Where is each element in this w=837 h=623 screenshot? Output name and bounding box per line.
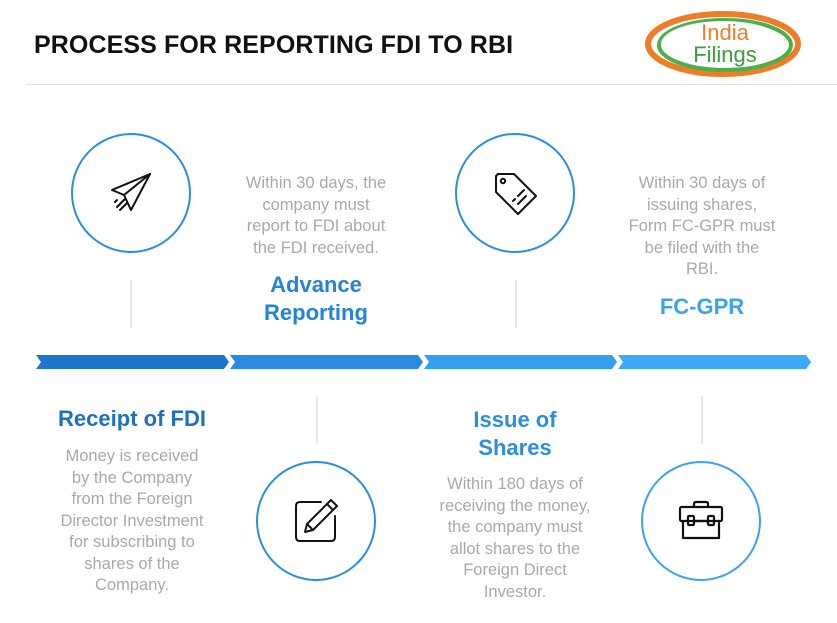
- step-1-heading: Receipt of FDI: [32, 405, 232, 433]
- step-4-icon-circle: [641, 461, 761, 581]
- step-3-icon-circle: [455, 133, 575, 253]
- timeline-segment-3: [424, 355, 617, 369]
- desc-line: Form FC-GPR must: [628, 217, 776, 235]
- step-3-heading-line: Shares: [478, 435, 552, 460]
- logo-text-india: India: [701, 20, 749, 45]
- desc-line: RBI.: [685, 260, 719, 278]
- desc-line: Director Investment: [60, 511, 204, 530]
- process-timeline: [36, 355, 812, 369]
- logo-text-filings: Filings: [693, 42, 757, 67]
- step-4-description: Within 30 days of issuing shares, Form F…: [602, 173, 802, 281]
- timeline-segment-1: [36, 355, 229, 369]
- desc-line: Foreign Direct: [463, 561, 567, 579]
- step-1-description: Money is received by the Company from th…: [32, 446, 232, 597]
- step-4-heading: FC-GPR: [602, 293, 802, 321]
- desc-line: the company must: [447, 518, 583, 536]
- desc-line: from the Foreign: [71, 490, 193, 508]
- desc-line: Within 180 days of: [447, 475, 583, 493]
- briefcase-icon: [678, 500, 724, 540]
- step-3-heading-line: Issue of: [473, 407, 557, 432]
- step-2-connector: [316, 396, 318, 444]
- desc-line: Investor.: [483, 582, 547, 601]
- step-3-description: Within 180 days of receiving the money, …: [410, 474, 620, 603]
- desc-line: report to FDI about: [246, 217, 386, 235]
- desc-line: receiving the money,: [439, 496, 591, 515]
- step-1-icon-circle: [71, 133, 191, 253]
- logo-graphic: India Filings: [645, 11, 801, 77]
- timeline-segment-4: [618, 355, 811, 369]
- price-tag-icon: [495, 173, 537, 215]
- desc-line: issuing shares,: [646, 195, 758, 214]
- step-2-description: Within 30 days, the company must report …: [216, 173, 416, 259]
- step-2-heading: Advance Reporting: [216, 271, 416, 327]
- desc-line: be filed with the: [644, 238, 760, 257]
- step-2-icon-circle: [256, 461, 376, 581]
- desc-line: shares of the: [84, 554, 180, 573]
- india-filings-logo: India Filings: [645, 11, 801, 77]
- desc-line: for subscribing to: [69, 533, 195, 551]
- step-2-heading-line: Reporting: [264, 300, 368, 325]
- desc-line: Money is received: [65, 447, 199, 465]
- step-1-connector: [130, 280, 132, 328]
- page-title: PROCESS FOR REPORTING FDI TO RBI: [34, 31, 514, 59]
- timeline-segment-2: [230, 355, 423, 369]
- desc-line: Company.: [95, 576, 169, 594]
- header-divider: [26, 84, 837, 85]
- step-4-connector: [701, 396, 703, 444]
- step-3-heading: Issue of Shares: [415, 406, 615, 462]
- desc-line: allot shares to the: [449, 539, 581, 558]
- step-2-heading-line: Advance: [270, 272, 362, 297]
- step-4-heading-line: FC-GPR: [659, 294, 745, 319]
- desc-line: Within 30 days of: [638, 174, 766, 192]
- desc-line: company must: [262, 195, 370, 214]
- desc-line: the FDI received.: [253, 238, 379, 257]
- desc-line: Within 30 days, the: [245, 174, 387, 192]
- desc-line: by the Company: [71, 468, 193, 487]
- step-3-connector: [515, 280, 517, 328]
- edit-pencil-icon: [295, 499, 338, 542]
- step-1-heading-line: Receipt of FDI: [58, 406, 206, 431]
- paper-plane-icon: [111, 173, 151, 211]
- timeline-svg: [36, 355, 811, 369]
